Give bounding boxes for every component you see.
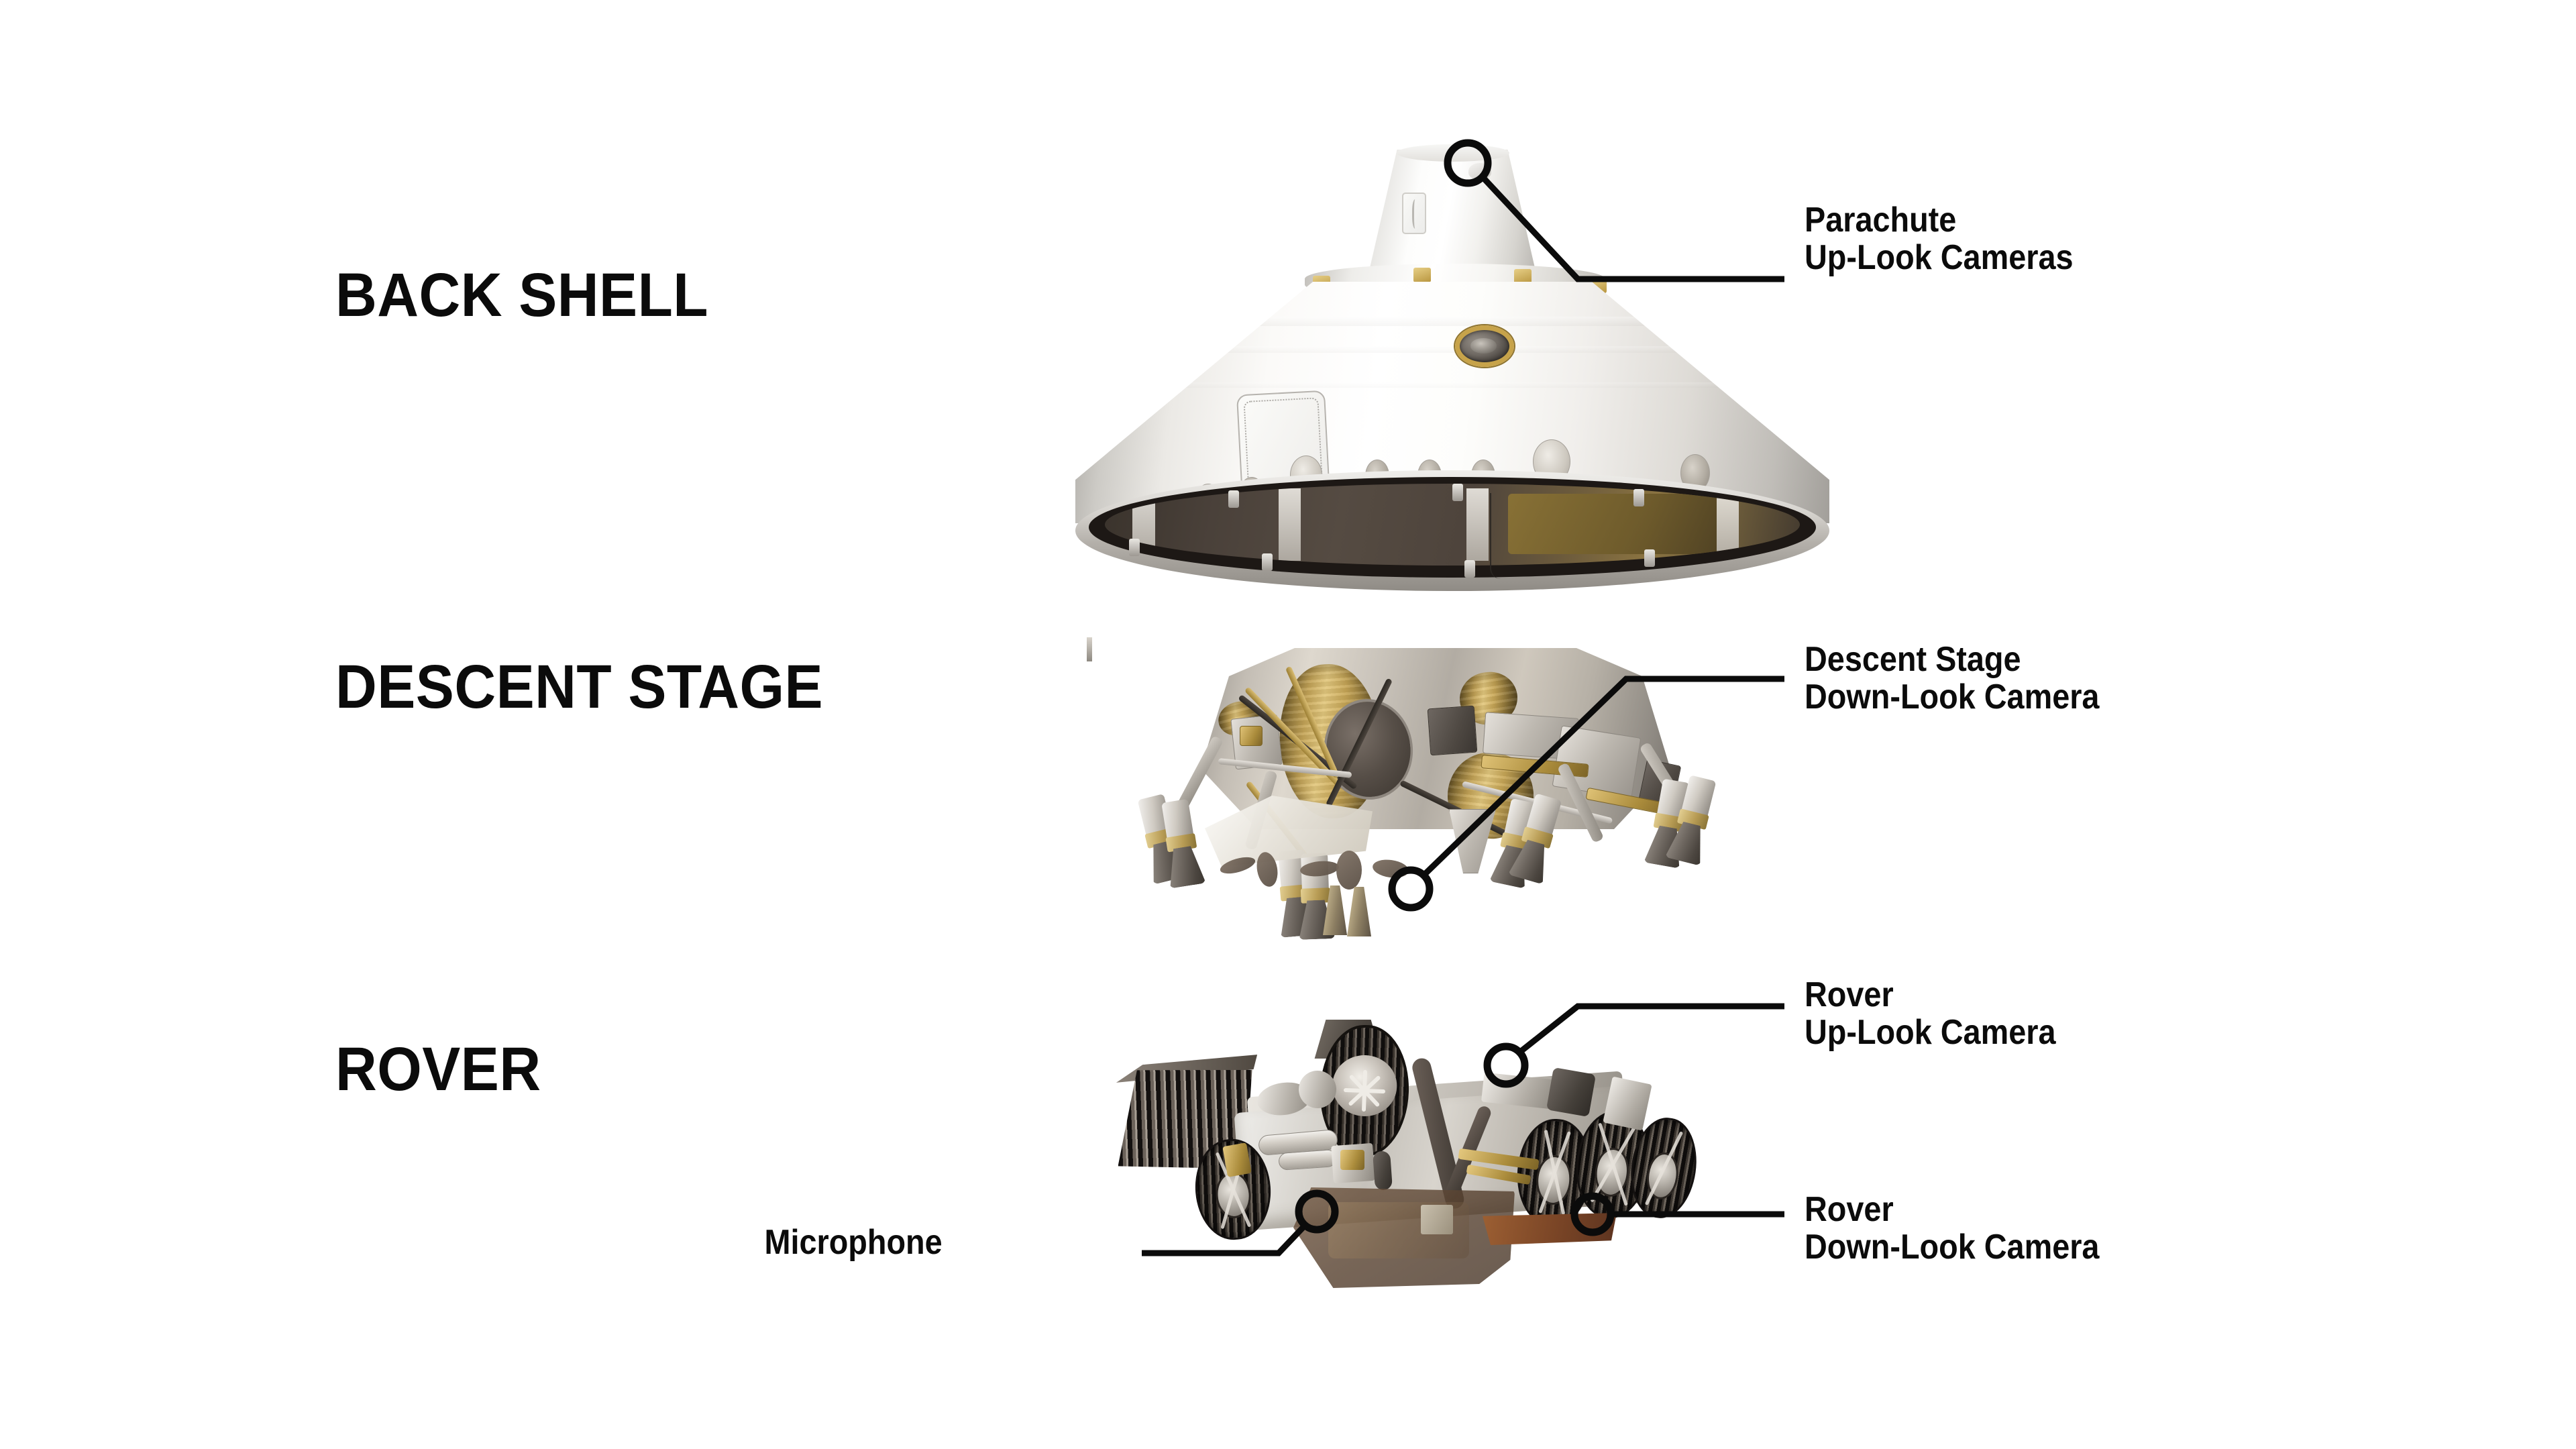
callout-label-rover-down-look: Rover Down-Look Camera [1805, 1191, 2099, 1266]
back-shell-interior-strut [1228, 490, 1239, 508]
descent-stage-avionics-box [1427, 705, 1478, 756]
callout-line-1: Rover [1805, 1190, 1894, 1229]
callout-label-microphone: Microphone [765, 1224, 943, 1261]
descent-stage-gold-panel [1240, 726, 1263, 746]
back-shell-interior-strut [1644, 549, 1655, 567]
back-shell-illustration [1063, 144, 1841, 591]
callout-line-2: Up-Look Cameras [1805, 238, 2074, 277]
back-shell-interior-strut [1452, 484, 1463, 501]
back-shell-neck-top-ring [1397, 144, 1509, 162]
callout-line-1: Microphone [764, 1223, 943, 1262]
callout-line-1: Parachute [1805, 201, 1957, 239]
rover-component [1373, 1150, 1393, 1191]
back-shell-interior-strut [1262, 553, 1273, 571]
rover-skid-plate [1483, 1213, 1617, 1245]
rover-component [1546, 1067, 1597, 1118]
callout-line-2: Down-Look Camera [1805, 678, 2100, 716]
descent-stage-illustration [1087, 637, 1798, 986]
callout-line-2: Up-Look Camera [1805, 1013, 2056, 1052]
section-title-back-shell: BACK SHELL [335, 261, 709, 329]
back-shell-cable [1490, 493, 1507, 579]
callout-line-2: Down-Look Camera [1805, 1228, 2100, 1267]
back-shell-neck [1368, 150, 1536, 274]
rover-component [1222, 1142, 1252, 1177]
callout-label-parachute: Parachute Up-Look Cameras [1805, 201, 2074, 276]
callout-line-1: Descent Stage [1805, 640, 2021, 679]
rover-component [1340, 1150, 1364, 1170]
back-shell-interior-strut [1464, 560, 1475, 578]
descent-stage-probe [1087, 637, 1092, 661]
rover-underbelly-plate [1421, 1205, 1453, 1234]
descent-stage-underside-disc [1371, 857, 1410, 880]
section-title-rover: ROVER [335, 1035, 541, 1104]
descent-stage-underside-disc [1336, 851, 1362, 890]
back-shell-neck-hatch [1402, 193, 1426, 234]
back-shell-lug [1413, 268, 1431, 282]
section-title-descent-stage: DESCENT STAGE [335, 653, 824, 721]
rover-illustration [1107, 1020, 1791, 1328]
descent-stage-keel [1449, 809, 1496, 873]
back-shell-gold-port [1455, 325, 1514, 367]
back-shell-interior-strut [1129, 539, 1140, 556]
callout-label-descent-stage: Descent Stage Down-Look Camera [1805, 641, 2099, 716]
back-shell-interior-strut [1633, 489, 1644, 506]
rover-component [1603, 1076, 1652, 1131]
callout-label-rover-up-look: Rover Up-Look Camera [1805, 976, 2055, 1051]
callout-line-1: Rover [1805, 975, 1894, 1014]
parachute-camera-mount [1468, 163, 1491, 179]
back-shell-lug [1514, 269, 1532, 284]
descent-stage-small-nozzle [1347, 887, 1371, 936]
